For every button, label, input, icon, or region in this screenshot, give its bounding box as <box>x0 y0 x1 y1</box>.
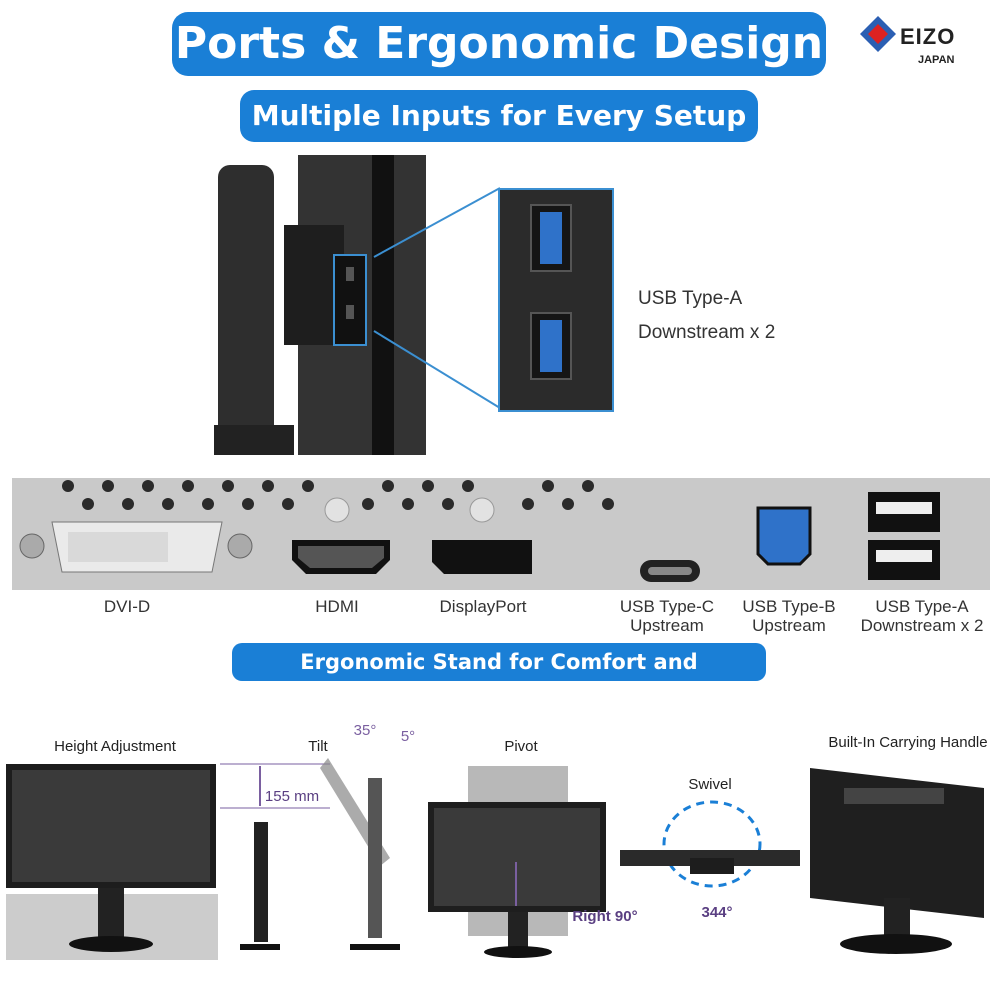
logo-brand: EIZO <box>900 24 956 49</box>
side-usb-label: USB Type-A Downstream x 2 <box>638 282 775 350</box>
port-label-displayport: DisplayPort <box>439 597 527 616</box>
dvi-d-port-icon <box>19 521 253 573</box>
swivel-monitor-illustration <box>620 800 800 888</box>
swivel-label: Swivel <box>688 776 732 793</box>
height-monitor-illustration <box>6 764 218 960</box>
usb-a-port-icon <box>530 204 572 272</box>
port-label-hdmi: HDMI <box>315 597 359 616</box>
swivel-value: 344° <box>701 904 733 921</box>
eizo-logo: EIZO JAPAN <box>858 14 988 70</box>
zoom-connector-lines <box>373 187 501 409</box>
usb-a-port-icon <box>530 312 572 380</box>
carrying-handle-label: Built-In Carrying Handle <box>828 734 988 751</box>
rear-port-panel <box>12 478 990 590</box>
page-title: Ports & Ergonomic Design <box>172 12 826 76</box>
tilt-label: Tilt <box>308 738 328 755</box>
displayport-icon <box>432 540 532 574</box>
section-heading-stand: Ergonomic Stand for Comfort and Convenie… <box>232 643 766 712</box>
tilt-back-angle: 35° <box>353 722 377 739</box>
height-adjustment-label: Height Adjustment <box>54 738 176 755</box>
tilt-forward-angle: 5° <box>400 728 416 745</box>
usb-b-port-icon <box>756 506 812 566</box>
height-value: 155 mm <box>264 788 320 805</box>
side-usb-label-line1: USB Type-A <box>638 288 743 309</box>
section-heading-inputs: Multiple Inputs for Every Setup <box>240 90 758 142</box>
tilt-monitor-illustration <box>220 758 400 950</box>
handle-monitor-illustration <box>810 768 984 954</box>
eizo-mark-icon <box>860 16 896 52</box>
pivot-monitor-illustration <box>428 766 606 958</box>
monitor-side-view <box>214 155 428 455</box>
pivot-label: Pivot <box>504 738 538 755</box>
logo-region: JAPAN <box>918 54 955 66</box>
pivot-value: Right 90° <box>572 908 638 925</box>
port-label-dvi: DVI-D <box>103 597 151 616</box>
usb-side-zoom <box>498 188 614 412</box>
side-usb-label-line2: Downstream x 2 <box>638 322 776 343</box>
